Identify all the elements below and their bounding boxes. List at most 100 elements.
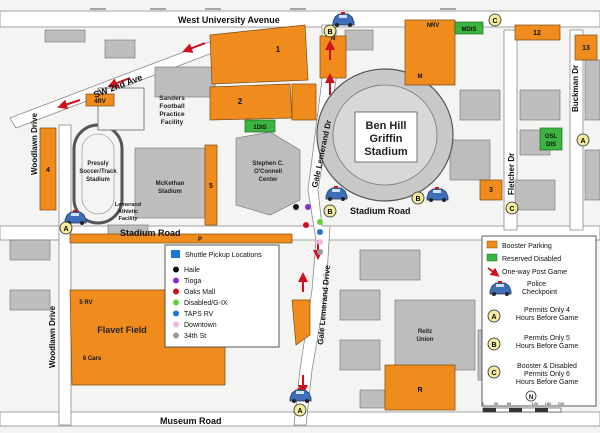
lot-5rv-label: 5 RV bbox=[79, 300, 92, 306]
lot-m-label: M bbox=[418, 74, 423, 80]
permit-badge bbox=[487, 309, 501, 323]
lot-2-label: 2 bbox=[238, 97, 243, 106]
lot-4rv-label: 4RV bbox=[94, 99, 106, 105]
buckman-road bbox=[569, 29, 584, 231]
svg-text:Stadium: Stadium bbox=[364, 146, 408, 158]
bus-icon bbox=[171, 250, 180, 258]
svg-text:A: A bbox=[580, 138, 585, 145]
shuttle-item-label: Oaks Mall bbox=[184, 289, 216, 296]
shuttle-item-label: Tioga bbox=[184, 278, 201, 285]
pressly-name: Pressly Soccer/Track Stadium bbox=[79, 161, 117, 183]
reitz-name: Reitz Union bbox=[417, 329, 434, 343]
shuttle-title: Shuttle Pickup Locations bbox=[185, 252, 262, 259]
west-university-road bbox=[0, 10, 600, 28]
one-way-arrows bbox=[57, 40, 335, 395]
lot-m-shape bbox=[404, 19, 456, 86]
svg-text:Practice: Practice bbox=[159, 111, 185, 118]
svg-text:Ben Hill: Ben Hill bbox=[366, 120, 407, 132]
svg-text:A: A bbox=[63, 226, 68, 233]
svg-text:Reitz: Reitz bbox=[418, 329, 432, 335]
svg-text:C: C bbox=[492, 18, 497, 25]
ben-hill-griffin-stadium bbox=[316, 68, 454, 202]
lot-2b-shape bbox=[291, 83, 317, 121]
scale-tick: 180 bbox=[545, 401, 552, 406]
map-badges: B C B B C A A A bbox=[59, 13, 590, 417]
lot-osl-shape bbox=[539, 127, 563, 151]
svg-text:Soccer/Track: Soccer/Track bbox=[79, 169, 117, 175]
svg-text:McKethan: McKethan bbox=[156, 181, 185, 187]
legend-oneway: One-way Post Game bbox=[502, 269, 567, 276]
svg-text:B: B bbox=[327, 29, 332, 36]
svg-text:Facility: Facility bbox=[161, 119, 184, 126]
shuttle-legend: Shuttle Pickup Locations HaileTiogaOaks … bbox=[164, 244, 280, 348]
lot-r-shape bbox=[384, 364, 456, 411]
svg-text:Union: Union bbox=[417, 337, 434, 343]
lot-mdis-shape bbox=[454, 21, 484, 35]
reserved-disabled-lots bbox=[244, 21, 563, 151]
woodlawn-road bbox=[58, 124, 72, 426]
svg-text:Stadium: Stadium bbox=[86, 177, 110, 183]
lot-3-shape bbox=[479, 179, 503, 201]
stadium-name: Ben Hill Griffin Stadium bbox=[364, 120, 408, 158]
oconnell-name: Stephen C. O'Connell Center bbox=[252, 161, 284, 183]
shuttle-item-label: Disabled/G-IX bbox=[184, 300, 228, 307]
scale-tick: 120 bbox=[532, 401, 539, 406]
label-west-university: West University Avenue bbox=[178, 15, 280, 25]
label-stadium-road-west: Stadium Road bbox=[120, 228, 181, 238]
fletcher-road bbox=[503, 29, 518, 231]
permit-badge bbox=[487, 337, 501, 351]
permit-text: Permits Only 5 bbox=[524, 335, 570, 342]
svg-text:Football: Football bbox=[159, 103, 184, 110]
permit-badge-letter: B bbox=[491, 342, 496, 349]
permit-text: Hours Before Game bbox=[516, 379, 578, 386]
scale-tick: 30 bbox=[494, 401, 499, 406]
lot-gale-south-shape bbox=[291, 299, 311, 346]
lot-mdis-label: MDIS bbox=[462, 27, 477, 33]
lot-2-shape bbox=[209, 83, 293, 121]
oneway-arrow-icon bbox=[487, 267, 500, 277]
lot-3-label: 3 bbox=[489, 187, 493, 194]
svg-text:Facility: Facility bbox=[119, 216, 139, 222]
legend-reserved: Reserved Disabled bbox=[502, 256, 561, 263]
label-museum-road: Museum Road bbox=[160, 416, 222, 426]
main-legend: Booster Parking Reserved Disabled One-wa… bbox=[481, 235, 597, 407]
shuttle-item-label: Haile bbox=[184, 267, 200, 274]
lot-osl-label-2: DIS bbox=[546, 142, 556, 148]
reserved-swatch bbox=[486, 253, 498, 262]
permit-badge-letter: C bbox=[491, 370, 496, 377]
svg-text:C: C bbox=[509, 206, 514, 213]
lot-5-shape bbox=[204, 144, 218, 226]
shuttle-stop-dots bbox=[293, 204, 323, 255]
booster-parking-lots bbox=[39, 19, 598, 411]
mckethan-name: McKethan Stadium bbox=[156, 181, 185, 195]
lot-1-shape bbox=[209, 24, 309, 85]
scale-tick: 240 bbox=[558, 401, 565, 406]
lot-1-label: 1 bbox=[276, 45, 281, 54]
lot-n-label: N bbox=[331, 36, 335, 42]
svg-text:Sanders: Sanders bbox=[159, 95, 185, 102]
lemerand-name: Lemerand Athletic Facility bbox=[115, 202, 141, 222]
lot-13-label: 13 bbox=[582, 45, 590, 52]
lot-5-label: 5 bbox=[209, 183, 213, 190]
flavet-name: Flavet Field bbox=[97, 325, 147, 335]
lot-p-label: P bbox=[198, 237, 202, 243]
lot-n-shape bbox=[319, 35, 347, 79]
lot-1dis-label: 1DIS bbox=[253, 125, 266, 131]
svg-text:Pressly: Pressly bbox=[87, 161, 109, 167]
scale-tick: 60 bbox=[507, 401, 512, 406]
label-stadium-road-east: Stadium Road bbox=[350, 206, 411, 216]
svg-text:B: B bbox=[415, 196, 420, 203]
permit-text: Booster & Disabled bbox=[517, 363, 577, 370]
lot-p-shape bbox=[69, 233, 293, 244]
svg-text:O'Connell: O'Connell bbox=[254, 169, 282, 175]
label-buckman: Buckman Dr bbox=[571, 65, 580, 112]
compass-north: N bbox=[529, 395, 533, 401]
shuttle-item-label: Downtown bbox=[184, 322, 217, 329]
lot-1dis-shape bbox=[244, 119, 276, 133]
svg-text:Griffin: Griffin bbox=[370, 133, 403, 145]
svg-text:Athletic: Athletic bbox=[118, 209, 138, 215]
